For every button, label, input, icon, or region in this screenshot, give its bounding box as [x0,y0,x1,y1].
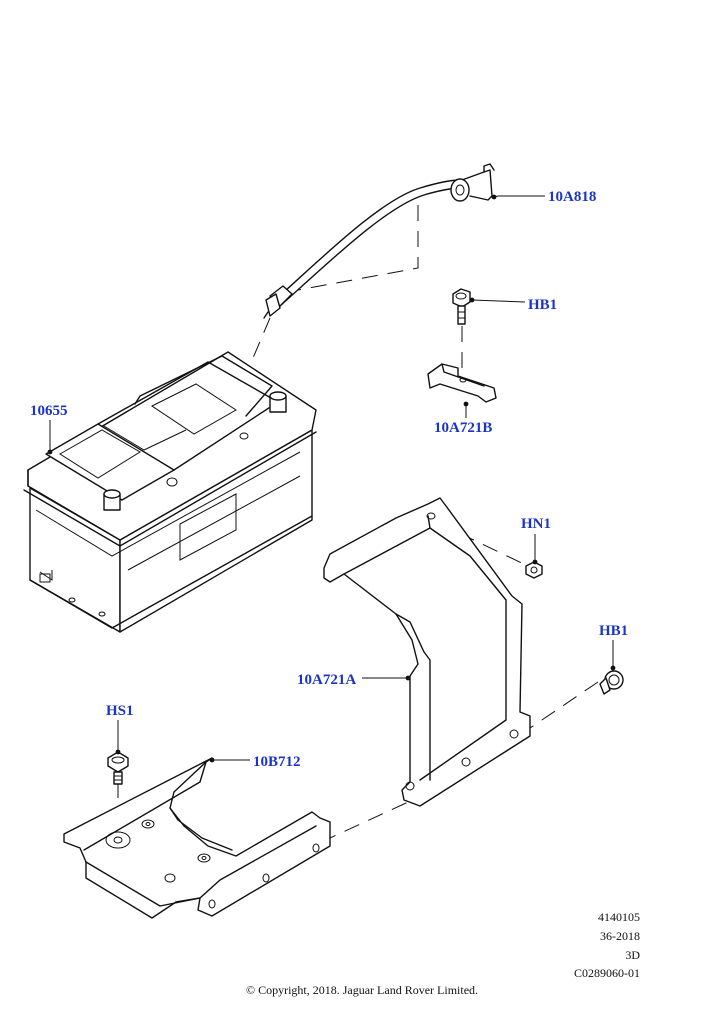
leader-lines [47,194,616,763]
bolt-HB1-top [452,288,471,325]
callout-HN1: HN1 [521,516,551,532]
callout-10A721B: 10A721B [434,420,493,436]
bracket-10A721A [323,497,531,807]
nut-HN1 [525,561,543,579]
callout-HB1-top: HB1 [528,297,558,313]
callout-10A721A: 10A721A [297,672,357,688]
clamp-10A721B [427,363,497,403]
bolt-HS1 [107,751,129,785]
reference-view: 3D [625,948,640,962]
copyright-notice: © Copyright, 2018. Jaguar Land Rover Lim… [245,983,479,997]
callout-10B712: 10B712 [253,754,301,770]
callout-10655: 10655 [30,403,68,419]
tray-10B712 [63,757,331,919]
callout-10A818: 10A818 [548,189,597,205]
callout-HB1-right: HB1 [599,623,629,639]
callout-HS1: HS1 [106,703,134,719]
reference-number: 4140105 [598,910,640,924]
reference-date: 36-2018 [600,929,640,943]
reference-code: C0289060-01 [574,966,640,980]
vent-tube-10A818 [263,163,495,319]
bolt-HB1-right [599,670,624,695]
battery-10655 [23,351,317,633]
